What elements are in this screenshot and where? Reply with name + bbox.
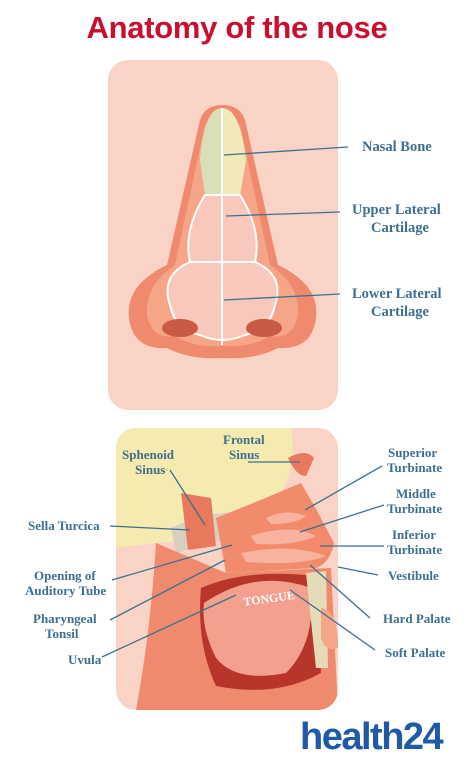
page-title: Anatomy of the nose: [86, 10, 388, 45]
label-pharyngeal-2: Tonsil: [45, 626, 79, 641]
label-superior-1: Superior: [388, 445, 438, 460]
label-lower-lateral-2: Cartilage: [371, 304, 429, 320]
leader-lower-lateral: [223, 293, 341, 301]
label-middle-2: Turbinate: [387, 501, 443, 516]
label-frontal-2: Sinus: [229, 447, 260, 462]
brand-logo: health24: [300, 716, 444, 759]
leader-upper-lateral: [225, 211, 341, 217]
brand-part-1: health: [300, 716, 404, 758]
side-view-panel: TONGUE: [116, 428, 338, 710]
label-inferior-2: Turbinate: [387, 542, 443, 557]
sphenoid-sinus-shape: [181, 493, 216, 550]
tongue-shape: [203, 580, 312, 676]
brand-part-2: 24: [402, 716, 444, 758]
label-uvula: Uvula: [68, 652, 102, 667]
label-vestibule: Vestibule: [388, 568, 439, 583]
label-opening-1: Opening of: [34, 568, 96, 583]
leader-nasal-bone: [223, 146, 349, 156]
label-sphenoid-2: Sinus: [135, 462, 166, 477]
label-sella-turcica: Sella Turcica: [28, 518, 100, 533]
hard-palate-bone: [306, 571, 328, 668]
label-superior-2: Turbinate: [387, 460, 443, 475]
side-view-illustration: TONGUE: [116, 428, 338, 710]
left-nostril: [162, 319, 198, 337]
label-upper-lateral-2: Cartilage: [371, 220, 429, 236]
label-pharyngeal-1: Pharyngeal: [33, 611, 97, 626]
label-soft-palate: Soft Palate: [385, 645, 446, 660]
right-nostril: [246, 319, 282, 337]
label-inferior-1: Inferior: [392, 527, 437, 542]
inferior-turbinate-shape: [241, 548, 326, 564]
frontal-sinus-shape: [288, 453, 314, 476]
label-upper-lateral-1: Upper Lateral: [352, 202, 441, 218]
label-frontal-1: Frontal: [223, 432, 265, 447]
label-nasal-bone: Nasal Bone: [362, 139, 432, 155]
label-lower-lateral-1: Lower Lateral: [352, 286, 442, 302]
label-hard-palate: Hard Palate: [383, 611, 451, 626]
label-opening-2: Auditory Tube: [25, 583, 107, 598]
nasal-bone-right: [222, 108, 246, 195]
label-sphenoid-1: Sphenoid: [122, 447, 175, 462]
label-middle-1: Middle: [396, 486, 436, 501]
superior-turbinate-shape: [266, 512, 306, 524]
middle-turbinate-shape: [251, 529, 316, 545]
lips: [321, 608, 338, 650]
